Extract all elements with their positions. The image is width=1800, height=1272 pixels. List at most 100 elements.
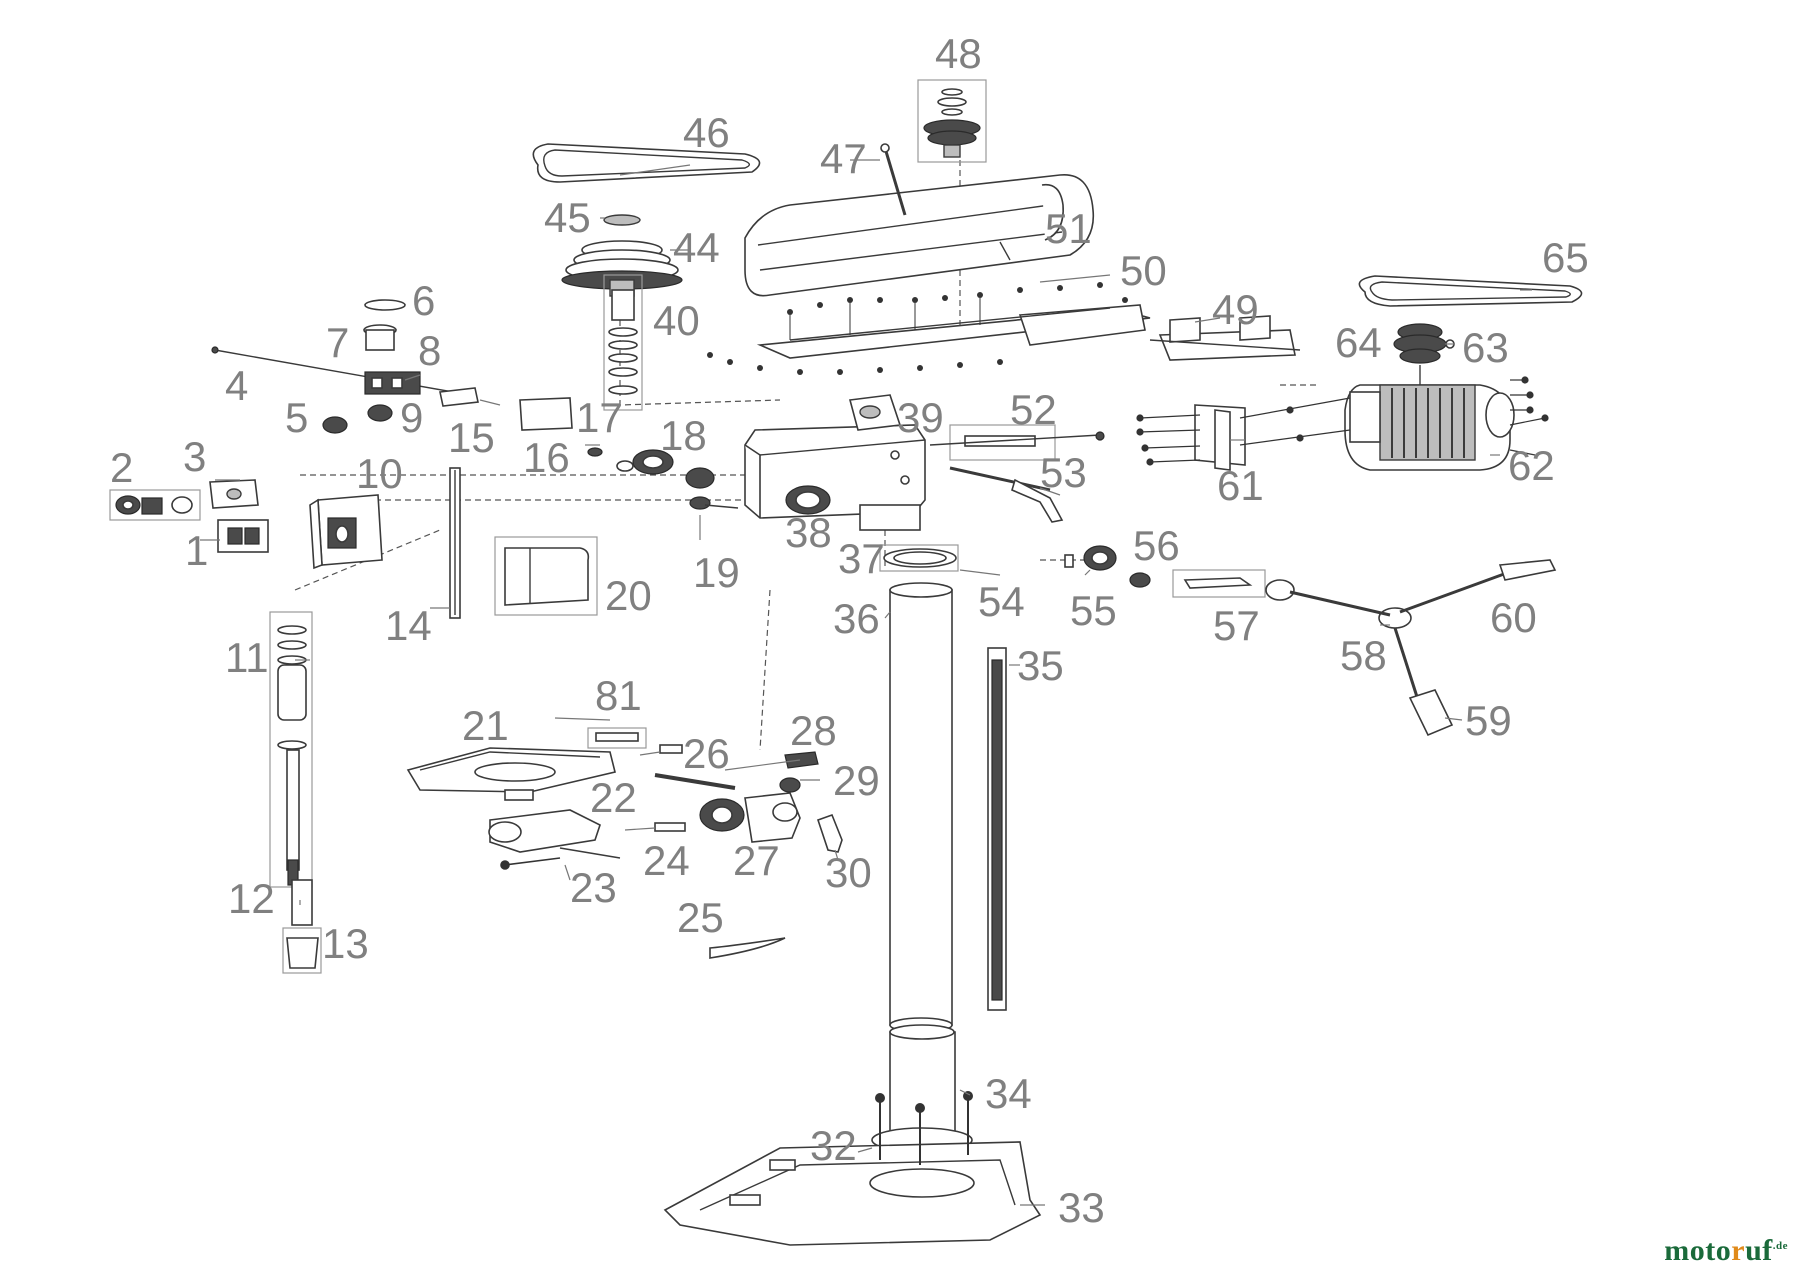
part-57-shaft (1172, 569, 1266, 598)
part-27-table-bracket (699, 792, 801, 843)
part-4-shaft (211, 346, 471, 396)
part-49-guard-bracket (1149, 315, 1301, 361)
callout-49: 49 (1212, 286, 1259, 333)
callout-23: 23 (570, 864, 617, 911)
part-11-quill (269, 611, 313, 888)
callout-53: 53 (1040, 449, 1087, 496)
callout-19: 19 (693, 549, 740, 596)
callout-62: 62 (1508, 442, 1555, 489)
callout-51: 51 (1045, 205, 1092, 252)
callout-27: 27 (733, 837, 780, 884)
callout-20: 20 (605, 572, 652, 619)
brand-tld: .de (1772, 1240, 1788, 1252)
callout-7: 7 (326, 319, 349, 366)
part-33-base (663, 1141, 1042, 1246)
callout-61: 61 (1217, 462, 1264, 509)
part-19-spring (689, 496, 739, 510)
part-36-column (889, 582, 953, 1033)
part-47-guard-rod (880, 143, 907, 216)
part-64-motor-pulley (1393, 323, 1455, 385)
callout-8: 8 (418, 327, 441, 374)
part-40-spindle-bearings (603, 274, 643, 411)
callout-11: 11 (225, 634, 269, 681)
part-51-belt-guard (744, 174, 1095, 297)
callout-1: 1 (185, 527, 208, 574)
callout-59: 59 (1465, 697, 1512, 744)
callout-24: 24 (643, 837, 690, 884)
callout-28: 28 (790, 707, 837, 754)
callout-10: 10 (356, 450, 403, 497)
callout-13: 13 (322, 920, 369, 967)
callout-2: 2 (110, 444, 133, 491)
callout-12: 12 (228, 875, 275, 922)
part-5-knob (322, 416, 348, 434)
callout-34: 34 (985, 1070, 1032, 1117)
part-8-gearbox (364, 371, 421, 395)
callout-3: 3 (183, 433, 206, 480)
callout-56: 56 (1133, 522, 1180, 569)
callout-37: 37 (838, 535, 885, 582)
part-12-arbor (291, 879, 313, 926)
brand-part-c: uf (1745, 1234, 1773, 1267)
part-23-bolt (500, 857, 561, 870)
callout-38: 38 (785, 509, 832, 556)
part-44-spindle-pulley (561, 214, 683, 297)
part-16-block (519, 397, 573, 431)
part-9-nut (367, 404, 393, 422)
callout-58: 58 (1340, 632, 1387, 679)
part-81-label (587, 727, 647, 749)
callout-45: 45 (544, 194, 591, 241)
part-48-motor-pulley (917, 79, 987, 163)
callout-65: 65 (1542, 234, 1589, 281)
part-58-hub (1265, 579, 1412, 629)
part-53-lever (949, 466, 1064, 523)
callout-32: 32 (810, 1122, 857, 1169)
part-18-pinion (587, 447, 715, 489)
part-2-switch (109, 489, 201, 521)
callout-16: 16 (523, 434, 570, 481)
part-62-motor (1344, 384, 1536, 471)
callout-52: 52 (1010, 386, 1057, 433)
part-7-bushing (363, 324, 397, 351)
callout-22: 22 (590, 774, 637, 821)
callout-55: 55 (1070, 587, 1117, 634)
part-22-table-arm (488, 809, 621, 859)
part-35-column-rack (987, 647, 1007, 1011)
part-1-switch (217, 519, 269, 553)
part-55-hub (1064, 545, 1117, 571)
brand-part-b: r (1731, 1234, 1746, 1267)
callout-39: 39 (897, 394, 944, 441)
part-50-guard-base (756, 304, 1151, 359)
part-30-crank (816, 813, 843, 853)
part-28-gear (784, 751, 819, 769)
watermark-logo: motoruf.de (1664, 1234, 1788, 1268)
part-29-worm (779, 777, 801, 793)
callout-14: 14 (385, 602, 432, 649)
leader-lines (200, 159, 1532, 1206)
part-37-collar (879, 544, 959, 572)
callout-44: 44 (673, 224, 720, 271)
part-14-rack (449, 467, 461, 619)
part-head-casting (744, 394, 926, 531)
callout-18: 18 (660, 412, 707, 459)
callout-5: 5 (285, 394, 308, 441)
callout-4: 4 (225, 362, 248, 409)
callout-25: 25 (677, 894, 724, 941)
callout-6: 6 (412, 277, 435, 324)
callout-15: 15 (448, 414, 495, 461)
callout-48: 48 (935, 30, 982, 77)
part-56-spring (1129, 572, 1151, 588)
part-24-shaft (654, 822, 686, 832)
callout-17: 17 (576, 394, 623, 441)
part-13-chuck (282, 927, 322, 974)
callout-54: 54 (978, 578, 1025, 625)
brand-part-a: moto (1664, 1234, 1732, 1267)
callout-35: 35 (1017, 642, 1064, 689)
callout-50: 50 (1120, 247, 1167, 294)
callout-labels: 48 46 47 45 44 51 50 49 65 6 40 64 63 7 … (110, 30, 1589, 1231)
callout-36: 36 (833, 595, 880, 642)
callout-46: 46 (683, 109, 730, 156)
part-59-handle-arm (1393, 627, 1454, 737)
part-52-depth-rod (929, 424, 1105, 461)
